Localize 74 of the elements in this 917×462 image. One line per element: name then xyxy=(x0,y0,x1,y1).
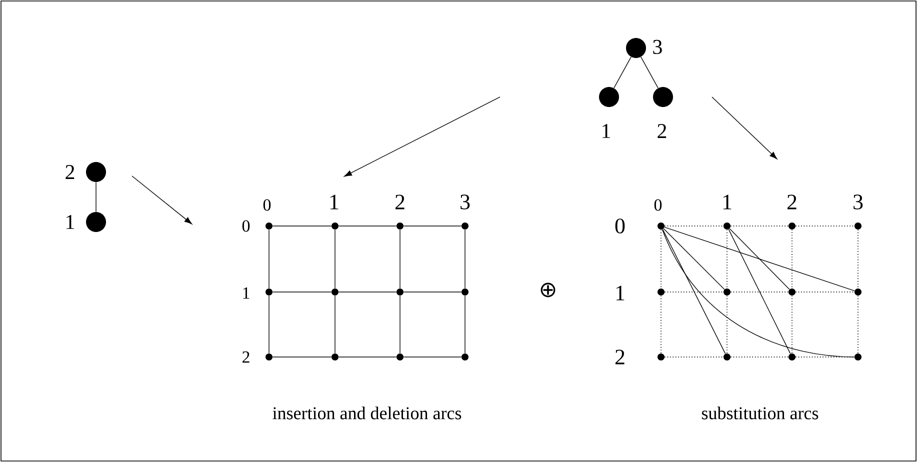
grid-line xyxy=(726,295,728,354)
vertex-dot xyxy=(332,222,338,230)
index-label: 2 xyxy=(242,351,250,363)
line xyxy=(268,295,270,354)
grid-line xyxy=(664,356,724,358)
index-label: 3 xyxy=(460,194,470,210)
vertex-dot xyxy=(462,288,468,296)
grid-line xyxy=(660,229,662,289)
vertex-dot xyxy=(266,288,272,296)
index-label: 1 xyxy=(330,194,338,210)
vertex-dot xyxy=(396,222,404,230)
index-label: 0 xyxy=(242,220,250,232)
vertex-dot xyxy=(854,354,862,360)
line xyxy=(334,229,336,289)
line xyxy=(728,228,791,354)
vertex-dot xyxy=(854,288,862,296)
vertex-dot xyxy=(332,354,338,360)
caption: substitution arcs xyxy=(702,406,818,420)
index-label: 1 xyxy=(616,286,624,300)
vertex-dot xyxy=(626,38,646,58)
vertex-dot xyxy=(462,222,468,230)
index-label: 1 xyxy=(243,287,250,299)
vertex-dot xyxy=(396,288,404,296)
vertex-dot xyxy=(266,222,272,230)
vertex-dot xyxy=(658,222,664,230)
line xyxy=(272,356,332,358)
vertex-dot xyxy=(724,354,730,360)
vertex-dot xyxy=(788,222,796,230)
index-label: 2 xyxy=(615,350,624,364)
grid-line xyxy=(660,295,662,354)
vertex-dot xyxy=(653,87,673,107)
index-label: 0 xyxy=(615,218,625,234)
vertex-dot xyxy=(462,354,468,360)
vertex-dot xyxy=(658,288,664,296)
line xyxy=(464,229,466,289)
line xyxy=(640,56,658,88)
grid-line xyxy=(726,229,728,289)
line xyxy=(338,356,397,358)
index-label: 0 xyxy=(263,199,271,211)
vertex-dot xyxy=(599,87,619,107)
vertex-label: 3 xyxy=(653,40,662,54)
vertex-label: 1 xyxy=(602,124,610,138)
vertex-dot xyxy=(86,212,106,232)
vertex-label: 1 xyxy=(66,215,74,229)
vertex-label: 2 xyxy=(658,124,666,138)
line xyxy=(268,229,270,289)
vertex-dot xyxy=(788,288,796,296)
caption: insertion and deletion arcs xyxy=(272,406,462,420)
index-label: 2 xyxy=(787,194,796,210)
index-label: 2 xyxy=(395,194,404,210)
index-label: 3 xyxy=(854,194,863,210)
vertex-dot xyxy=(724,288,730,296)
vertex-dot xyxy=(396,354,404,360)
vertex-dot xyxy=(658,354,664,360)
operator-symbol: ⊕ xyxy=(540,282,556,298)
vertex-dot xyxy=(724,222,730,230)
vertex-dot xyxy=(788,354,796,360)
vertex-dot xyxy=(266,354,272,360)
line xyxy=(403,356,462,358)
line xyxy=(664,226,855,292)
index-label: 0 xyxy=(654,199,662,211)
line xyxy=(729,228,790,290)
line xyxy=(663,228,725,290)
line xyxy=(662,228,726,354)
line xyxy=(464,295,466,354)
vertex-dot xyxy=(332,288,338,296)
line xyxy=(334,295,336,354)
vertex-label: 2 xyxy=(66,165,74,179)
grid-line xyxy=(730,356,789,358)
vertex-dot xyxy=(86,162,106,182)
arc xyxy=(662,229,855,358)
line xyxy=(614,56,632,88)
vertex-dot xyxy=(854,222,862,230)
index-label: 1 xyxy=(723,194,732,210)
